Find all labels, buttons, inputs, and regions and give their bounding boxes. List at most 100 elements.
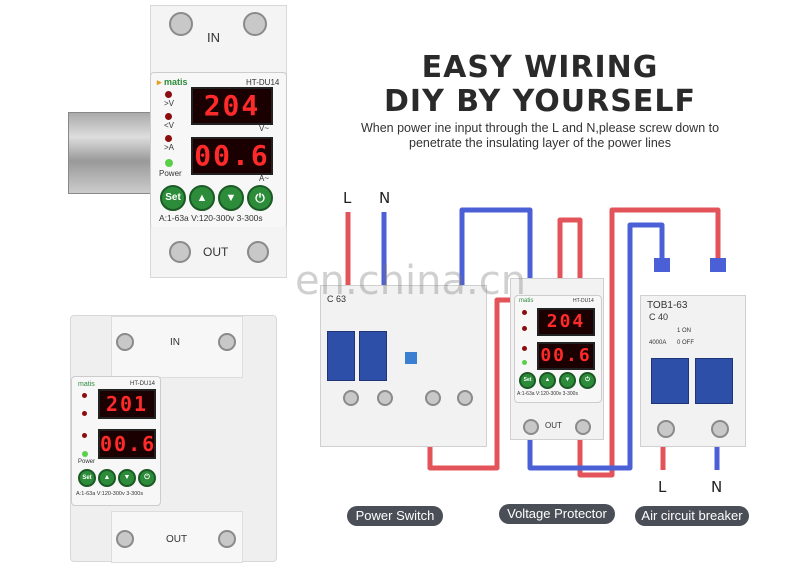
screw-icon: [343, 390, 359, 406]
indicator-led: [165, 113, 172, 120]
large-device-panel: ▸ matis HT-DU14 >V <V >A Power 204 V~ 00…: [150, 72, 287, 229]
screw-icon: [457, 390, 473, 406]
indicator-led: [82, 433, 87, 438]
small-device-panel: matis HT-DU14 Power 201 00.6 Set ▲ ▼ ⏻ A…: [71, 376, 161, 506]
screw-icon: [523, 419, 539, 435]
test-button-icon[interactable]: [405, 352, 417, 364]
set-button[interactable]: Set: [519, 372, 536, 389]
set-button[interactable]: Set: [160, 185, 186, 211]
screw-icon: [575, 419, 591, 435]
arrow-up-icon: ▲: [196, 192, 208, 204]
brand-name: matis: [164, 77, 188, 87]
indicator-led: [522, 346, 527, 351]
power-button[interactable]: ⏻: [138, 469, 156, 487]
out-label: OUT: [166, 534, 188, 545]
current-unit: A~: [259, 174, 270, 183]
output-l-label: L: [658, 478, 667, 496]
down-button[interactable]: ▼: [218, 185, 244, 211]
breaker-model: TOB1-63: [647, 300, 688, 311]
brand-logo: ▸ matis: [157, 77, 188, 88]
voltage-display: 204: [537, 308, 595, 336]
power-button[interactable]: ⏻: [579, 372, 596, 389]
switch-lever[interactable]: [359, 331, 387, 381]
power-button[interactable]: ⏻: [247, 185, 273, 211]
screw-icon: [169, 12, 193, 36]
screw-icon: [243, 12, 267, 36]
down-button[interactable]: ▼: [559, 372, 576, 389]
indicator-led: [165, 135, 172, 142]
caption-voltage-protector: Voltage Protector: [499, 504, 615, 524]
spec-label: A:1-63a V:120-300v 3-300s: [159, 213, 263, 223]
in-label: IN: [207, 30, 220, 45]
arrow-down-icon: ▼: [225, 192, 237, 204]
model-label: HT-DU14: [130, 381, 156, 387]
power-led: [82, 451, 88, 457]
indicator-led: [522, 326, 527, 331]
breaker-rating: C 40: [649, 312, 669, 322]
screw-icon: [218, 530, 236, 548]
power-icon: ⏻: [144, 474, 150, 481]
power-icon: ⏻: [585, 377, 590, 383]
din-rail: [68, 112, 158, 194]
current-display: 00.6: [191, 137, 273, 175]
indicator-led: [165, 91, 172, 98]
voltage-protector-device: matis HT-DU14 204 00.6 Set ▲ ▼ ⏻ A:1-63a…: [510, 278, 604, 440]
power-icon: ⏻: [255, 191, 265, 205]
output-n-label: N: [711, 478, 723, 496]
power-led: [522, 360, 527, 365]
brand-mark-icon: ▸: [157, 77, 162, 87]
caption-power-switch: Power Switch: [347, 506, 443, 526]
caption-air-breaker: Air circuit breaker: [635, 506, 749, 526]
up-button[interactable]: ▲: [98, 469, 116, 487]
description-line2: penetrate the insulating layer of the po…: [409, 136, 671, 150]
indicator-label: >V: [164, 99, 175, 108]
indicator-led: [522, 310, 527, 315]
arrow-up-icon: ▲: [103, 474, 111, 481]
breaker-capacity: 4000A: [649, 340, 667, 346]
arrow-down-icon: ▼: [564, 377, 571, 383]
screw-icon: [116, 530, 134, 548]
power-led: [165, 159, 173, 167]
spec-label: A:1-63a V:120-300v 3-300s: [76, 491, 144, 497]
screw-icon: [425, 390, 441, 406]
breaker-on: 1 ON: [677, 328, 692, 334]
power-label: Power: [159, 169, 182, 178]
wire-protector-breaker-neutral: [527, 222, 665, 471]
plug-icon: [710, 258, 726, 272]
switch-lever[interactable]: [327, 331, 355, 381]
brand-name: matis: [78, 381, 95, 388]
indicator-label: <V: [164, 121, 175, 130]
small-device-top: IN: [111, 316, 243, 378]
indicator-label: >A: [164, 143, 175, 152]
large-device-bottom: OUT: [150, 227, 287, 278]
breaker-lever[interactable]: [651, 358, 689, 404]
out-label: OUT: [203, 245, 229, 259]
brand-name: matis: [519, 298, 534, 304]
screw-icon: [169, 241, 191, 263]
set-button[interactable]: Set: [78, 469, 96, 487]
voltage-display: 204: [191, 87, 273, 125]
power-label: Power: [78, 459, 96, 465]
small-device: IN matis HT-DU14 Power 201 00.6 Set ▲ ▼ …: [70, 315, 277, 563]
power-switch-device: C 63: [320, 285, 487, 447]
up-button[interactable]: ▲: [539, 372, 556, 389]
model-label: HT-DU14: [573, 298, 594, 304]
plug-icon: [654, 258, 670, 272]
breaker-lever[interactable]: [695, 358, 733, 404]
headline-line1: EASY WIRING: [421, 50, 659, 85]
voltage-unit: V~: [259, 124, 270, 133]
spec-label: A:1-63a V:120-300v 3-300s: [517, 391, 578, 397]
large-device-top: IN: [150, 5, 287, 76]
small-device-bottom: OUT: [111, 511, 243, 563]
arrow-up-icon: ▲: [544, 377, 551, 383]
current-display: 00.6: [537, 342, 595, 370]
up-button[interactable]: ▲: [189, 185, 215, 211]
indicator-led: [82, 393, 87, 398]
down-button[interactable]: ▼: [118, 469, 136, 487]
voltage-display: 201: [98, 389, 156, 419]
input-n-label: N: [379, 189, 391, 207]
headline-line2: DIY BY YOURSELF: [384, 84, 696, 119]
out-label: OUT: [545, 421, 562, 430]
breaker-off: 0 OFF: [677, 340, 695, 346]
description-line1: When power ine input through the L and N…: [360, 121, 720, 135]
